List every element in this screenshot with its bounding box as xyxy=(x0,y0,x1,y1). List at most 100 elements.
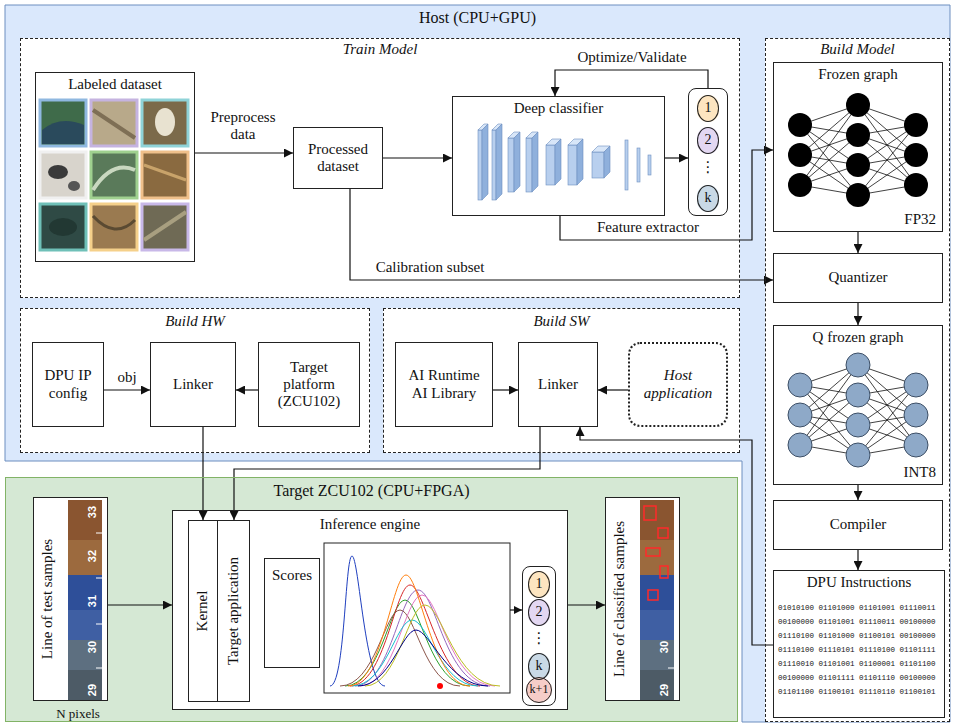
connector xyxy=(555,70,708,96)
drawing-part xyxy=(846,153,870,177)
node-label: DPU IP config xyxy=(38,367,98,402)
drawing-part xyxy=(91,152,137,198)
callout-number: 31 xyxy=(87,595,98,607)
drawing-part xyxy=(640,610,674,640)
node-label: Frozen graph xyxy=(774,66,942,83)
callout-number: 32 xyxy=(87,550,98,562)
connector xyxy=(104,389,150,390)
drawing-part xyxy=(330,556,500,686)
box-fill xyxy=(605,497,680,701)
drawing-part xyxy=(668,668,674,669)
node-label: Host application xyxy=(636,367,720,402)
drawing-part xyxy=(93,216,135,229)
node-label: 1 xyxy=(536,576,543,592)
drawing-part xyxy=(324,543,510,693)
dataset-box: Labeled dataset xyxy=(35,72,195,262)
class-circle: k+1 xyxy=(526,677,552,703)
box-fill xyxy=(765,38,950,722)
drawing-part xyxy=(846,383,870,407)
node-label: Compiler xyxy=(830,516,887,533)
node-label: Line of test samples xyxy=(39,539,56,659)
group-box: Build ModelFrozen graphFP32QuantizerQ fr… xyxy=(765,38,950,722)
box-fill xyxy=(293,127,383,189)
class-circle: 2 xyxy=(697,127,719,154)
box-fill xyxy=(526,677,552,703)
node-label: INT8 xyxy=(904,464,937,481)
connector xyxy=(234,427,540,520)
box-fill xyxy=(697,95,719,122)
node-label: Build Model xyxy=(766,41,949,58)
box-fills xyxy=(5,38,950,722)
node-label: Target platform (ZCU102) xyxy=(264,359,354,411)
connector xyxy=(857,550,858,570)
class-circle: 2 xyxy=(528,599,550,626)
callout-number: 29 xyxy=(659,684,670,696)
drawing-part xyxy=(788,93,928,207)
drawing-part xyxy=(68,670,102,700)
box-fill xyxy=(773,570,945,718)
drawing-part xyxy=(155,108,175,136)
node-label: Host (CPU+GPU) xyxy=(5,9,950,27)
box-fill xyxy=(697,127,719,154)
drawing-part xyxy=(360,595,495,686)
drawing-part xyxy=(904,113,928,137)
drawing-part xyxy=(91,204,137,250)
callout-number: 30 xyxy=(659,641,670,653)
drawing-part xyxy=(788,143,812,167)
drawing-part xyxy=(644,506,656,520)
scores-box: Scores xyxy=(264,558,320,668)
drawing-part xyxy=(68,540,102,575)
box-fill xyxy=(32,342,104,427)
test-sample-strip xyxy=(68,500,102,700)
process-box: DPU IP config xyxy=(32,342,104,427)
process-box: Linker xyxy=(518,342,598,427)
process-box: Target platform (ZCU102) xyxy=(258,342,360,427)
node-label: Linker xyxy=(173,376,213,393)
node-label: Target application xyxy=(225,557,242,665)
group-box: Build HWDPU IP configLinkerTarget platfo… xyxy=(20,308,370,453)
node-label: DPU Instructions xyxy=(774,574,944,591)
drawing-part xyxy=(846,183,870,207)
box-fill xyxy=(518,342,598,427)
drawing-part xyxy=(604,146,610,178)
drawing-part xyxy=(348,575,470,686)
node-label: Build SW xyxy=(384,313,739,330)
class-circle: 1 xyxy=(697,95,719,122)
host-band: Host (CPU+GPU)Train ModelLabeled dataset… xyxy=(5,5,950,722)
int8-network xyxy=(788,353,928,467)
node-label: Labeled dataset xyxy=(36,76,194,93)
node-label: Kernel xyxy=(194,591,211,632)
drawing-part xyxy=(91,100,137,146)
drawing-part xyxy=(330,556,385,686)
connector xyxy=(857,485,858,500)
connector xyxy=(236,389,258,390)
drawing-part xyxy=(40,204,86,250)
process-box: Processed dataset xyxy=(293,127,383,189)
drawing-part xyxy=(478,130,482,200)
drawing-part xyxy=(40,152,86,198)
drawing-part xyxy=(625,140,628,190)
drawing-part xyxy=(592,152,604,178)
connector xyxy=(108,604,172,605)
box-fill xyxy=(35,72,195,262)
node-label: ⋮ xyxy=(701,160,716,175)
node-label: Deep classifier xyxy=(453,100,664,117)
box-fill xyxy=(773,325,943,485)
connector xyxy=(560,150,773,240)
drawing-part xyxy=(640,500,674,540)
box-fill xyxy=(628,342,728,427)
box-fill xyxy=(258,342,360,427)
box-fill xyxy=(20,38,740,298)
dataset-thumbnails xyxy=(40,100,188,250)
drawing-part xyxy=(142,204,188,250)
drawing-part xyxy=(482,124,488,200)
drawing-part xyxy=(526,138,532,192)
node-label: FP32 xyxy=(904,211,936,228)
instructions-box: DPU Instructions01010100 01101000 011010… xyxy=(773,570,945,718)
group-box: Build SWAI Runtime AI LibraryLinkerHost … xyxy=(383,308,740,453)
drawing-part xyxy=(904,143,928,167)
callout-number: 33 xyxy=(87,506,98,518)
drawing-part xyxy=(637,148,640,182)
